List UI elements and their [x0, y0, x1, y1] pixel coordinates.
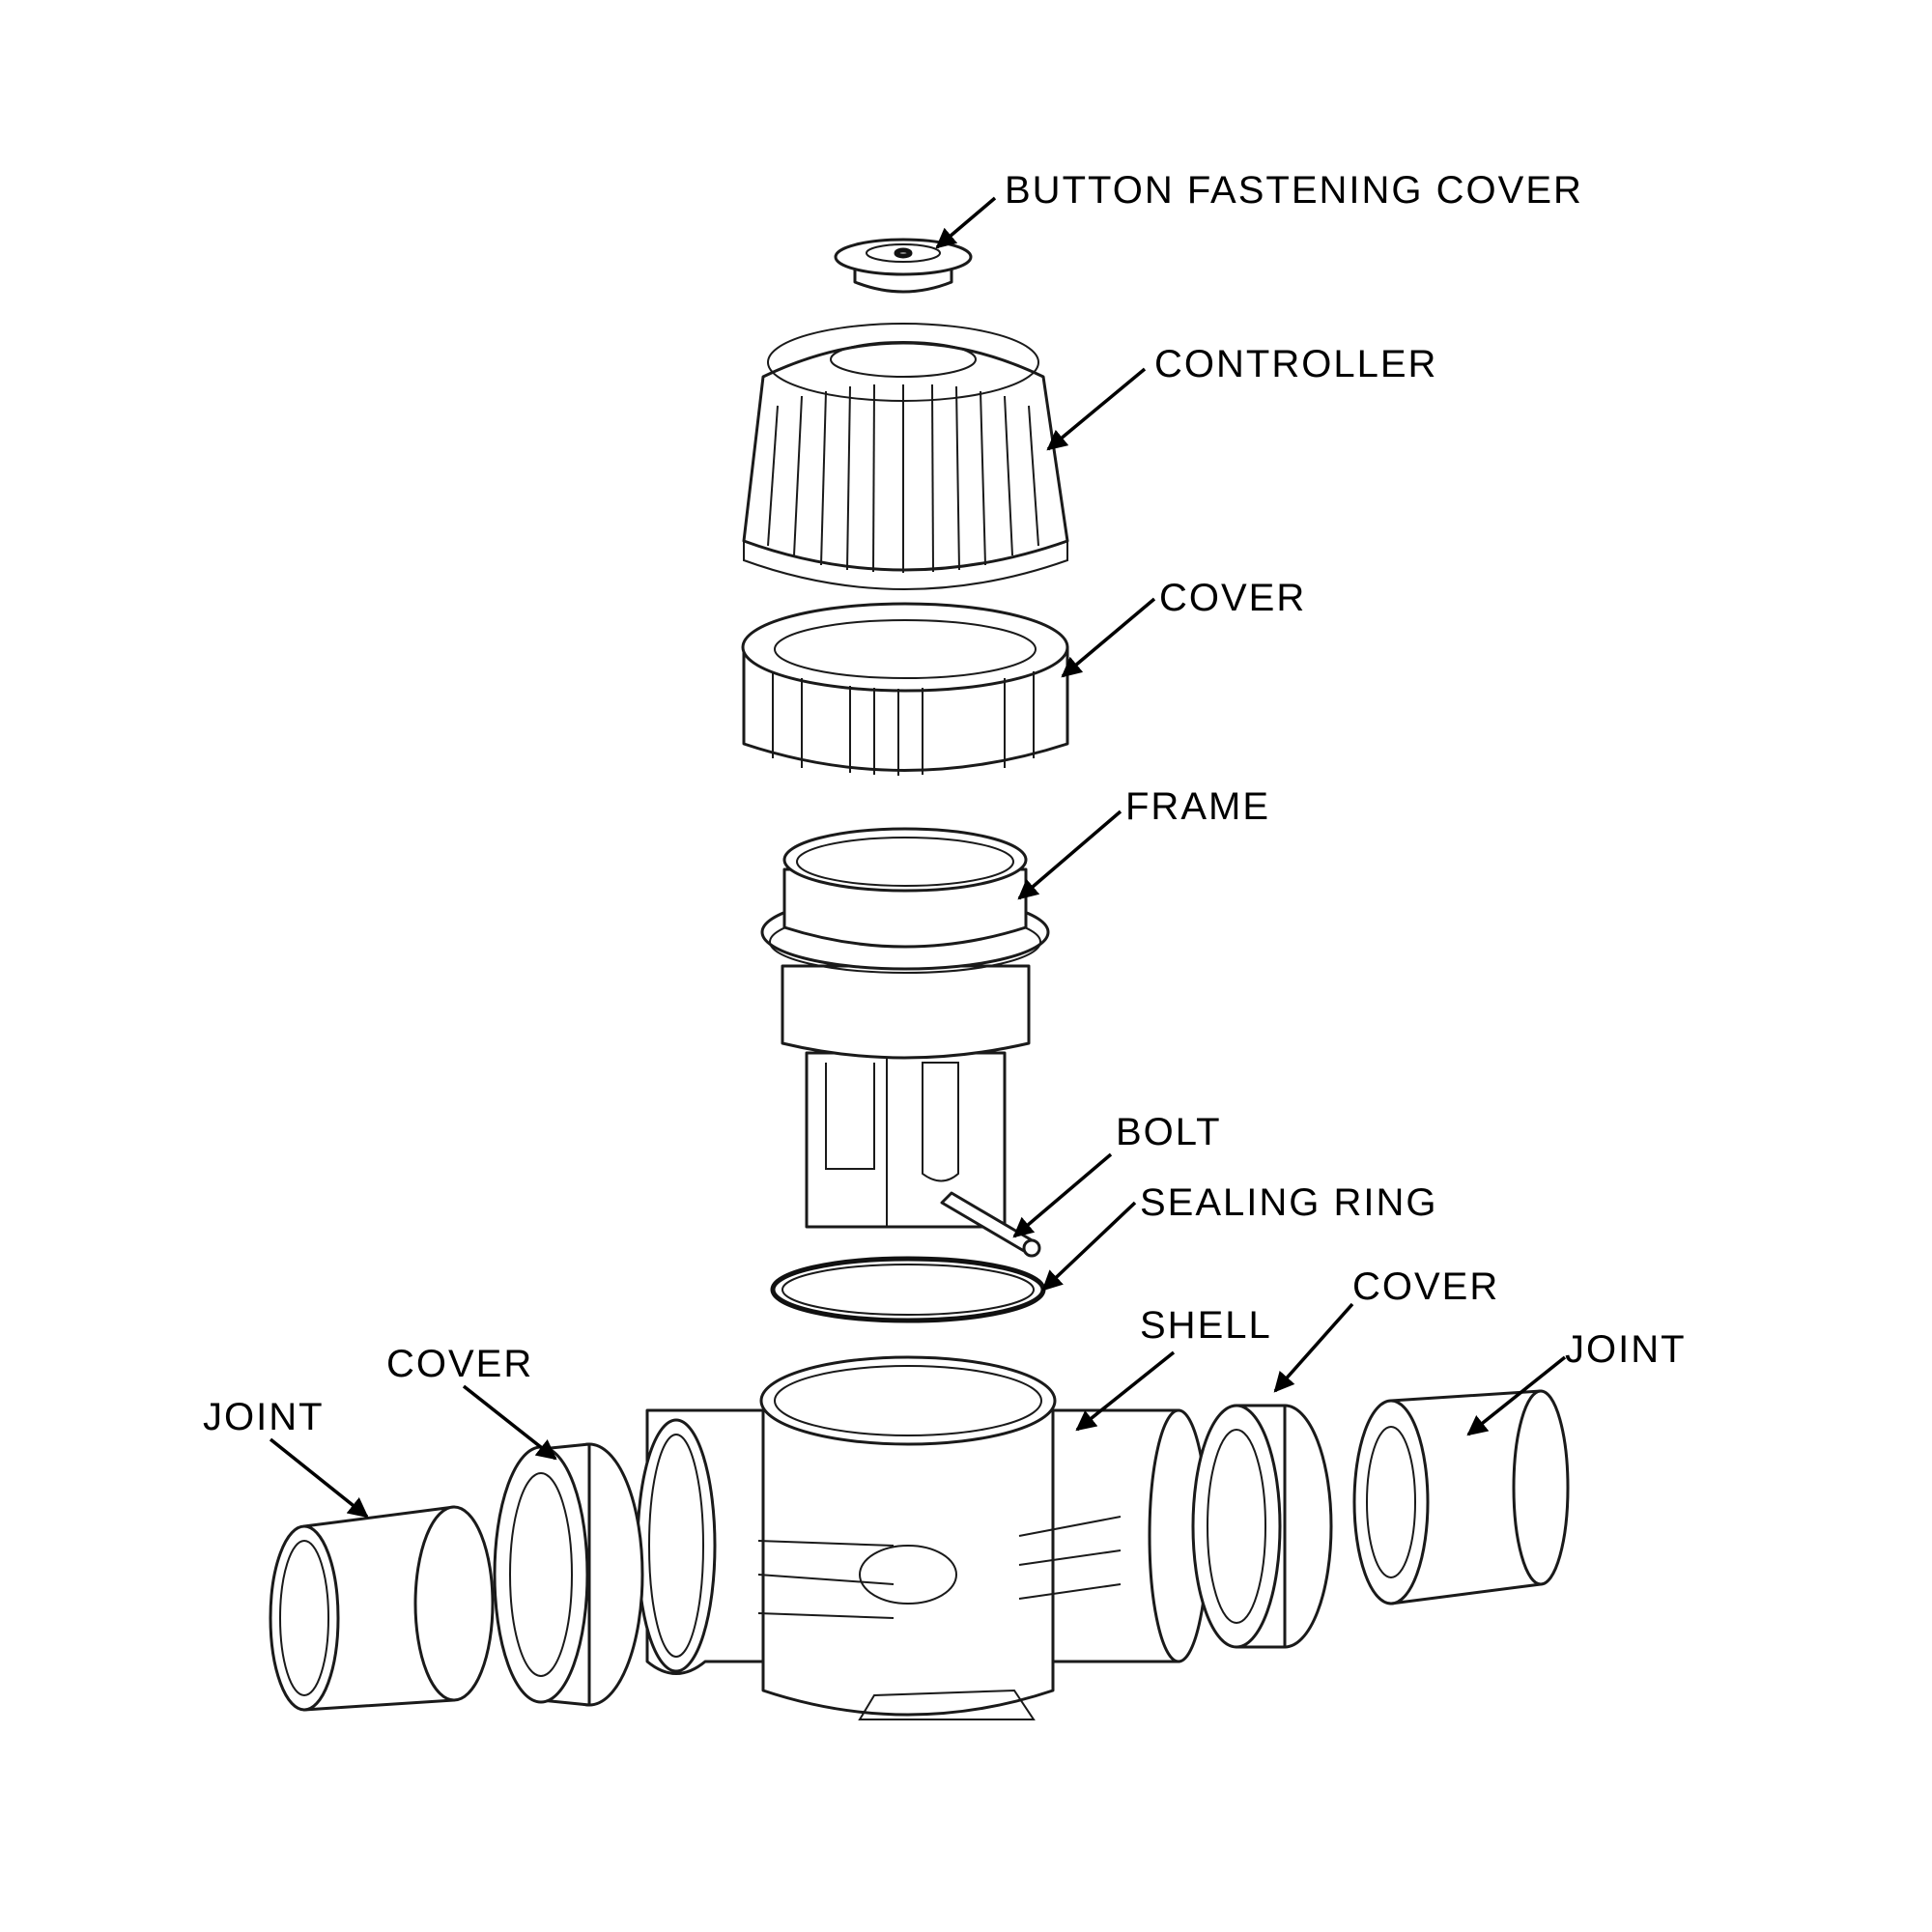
leader-right-cover — [1273, 1302, 1354, 1393]
leader-top-cover — [1061, 597, 1156, 678]
frame-part — [760, 827, 1050, 1229]
label-right-joint: JOINT — [1565, 1328, 1687, 1371]
label-frame: FRAME — [1125, 785, 1270, 828]
label-top-cover: COVER — [1159, 577, 1306, 619]
leader-left-joint — [269, 1437, 369, 1519]
label-button-fastening-cover: BUTTON FASTENING COVER — [1005, 169, 1583, 212]
left-cover-part — [493, 1442, 644, 1707]
leader-right-joint — [1466, 1355, 1567, 1436]
bolt-part — [940, 1191, 1041, 1258]
leader-sealing-ring — [1041, 1201, 1137, 1292]
shell-part — [636, 1355, 1209, 1720]
leader-frame — [1017, 810, 1122, 900]
leader-button-fastening-cover — [935, 196, 997, 249]
top-cover-part — [741, 602, 1069, 776]
right-joint-part — [1352, 1389, 1570, 1605]
right-cover-part — [1191, 1404, 1333, 1649]
controller-part — [742, 323, 1069, 590]
label-sealing-ring: SEALING RING — [1140, 1181, 1438, 1224]
leader-controller — [1046, 367, 1147, 451]
leader-bolt — [1012, 1152, 1113, 1238]
left-joint-part — [269, 1505, 495, 1712]
label-left-joint: JOINT — [203, 1396, 325, 1438]
sealing-ring-part — [770, 1256, 1046, 1323]
label-controller: CONTROLLER — [1154, 343, 1437, 385]
leader-left-cover — [462, 1384, 557, 1461]
leader-shell — [1075, 1350, 1176, 1432]
label-bolt: BOLT — [1116, 1111, 1222, 1153]
label-right-cover: COVER — [1352, 1265, 1499, 1308]
label-left-cover: COVER — [386, 1343, 533, 1385]
label-shell: SHELL — [1140, 1304, 1272, 1347]
button-fastening-cover-part — [834, 238, 973, 294]
